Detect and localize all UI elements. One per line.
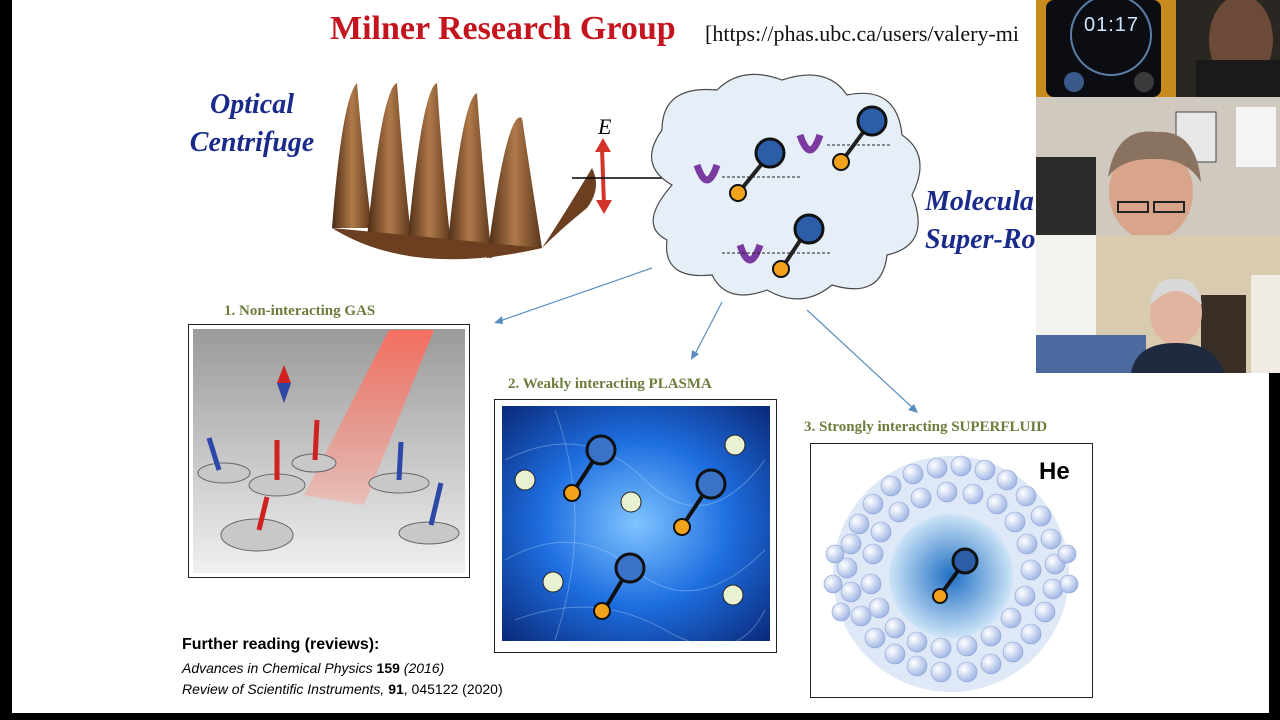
optical-label-line2: Centrifuge	[189, 127, 315, 158]
connector-arrows	[494, 267, 918, 413]
helium-label: He	[1039, 458, 1070, 485]
timer-phone-illustration	[1036, 0, 1280, 97]
centrifuge-waveform	[332, 83, 596, 260]
reference-1: Advances in Chemical Physics 159 (2016)	[182, 658, 503, 679]
video-tile-participant-2[interactable]	[1036, 97, 1280, 235]
slide-title: Milner Research Group	[330, 10, 676, 47]
superfluid-illustration: He	[823, 455, 1079, 692]
further-reading: Further reading (reviews): Advances in C…	[182, 636, 503, 700]
ref2-rest: , 045122 (2020)	[403, 681, 503, 697]
plasma-panel	[494, 399, 777, 653]
video-tile-participant-3[interactable]	[1036, 235, 1280, 373]
participant-3-video	[1036, 235, 1280, 373]
molecule-cloud	[651, 73, 921, 300]
participant-2-video	[1036, 97, 1280, 235]
ref1-volume: 159	[376, 660, 400, 676]
gas-illustration	[193, 329, 465, 573]
ref1-journal: Advances in Chemical Physics	[182, 660, 373, 676]
ref2-volume: 91	[388, 681, 404, 697]
video-tile-timer[interactable]: 01:17	[1036, 0, 1280, 97]
superfluid-caption: 3. Strongly interacting SUPERFLUID	[804, 419, 1048, 435]
gas-caption: 1. Non-interacting GAS	[224, 303, 376, 319]
ref1-year: (2016)	[403, 660, 445, 676]
molecular-label-line2: Super-Ro	[925, 224, 1036, 255]
molecular-label-line1: Molecula	[925, 186, 1034, 217]
plasma-caption: 2. Weakly interacting PLASMA	[508, 376, 712, 392]
optical-centrifuge-label: Optical Centrifuge	[182, 86, 322, 162]
further-reading-heading: Further reading (reviews):	[182, 636, 380, 653]
group-url: [https://phas.ubc.ca/users/valery-mi	[705, 21, 1020, 46]
ref2-journal: Review of Scientific Instruments,	[182, 681, 385, 697]
superfluid-panel: He	[810, 443, 1093, 698]
molecular-label: Molecula Super-Ro	[925, 183, 1035, 259]
field-label: E	[598, 114, 612, 139]
reference-2: Review of Scientific Instruments, 91, 04…	[182, 679, 503, 700]
plasma-illustration	[502, 406, 770, 647]
gas-panel	[188, 324, 470, 578]
timer-readout: 01:17	[1084, 14, 1140, 36]
optical-label-line1: Optical	[210, 89, 294, 120]
